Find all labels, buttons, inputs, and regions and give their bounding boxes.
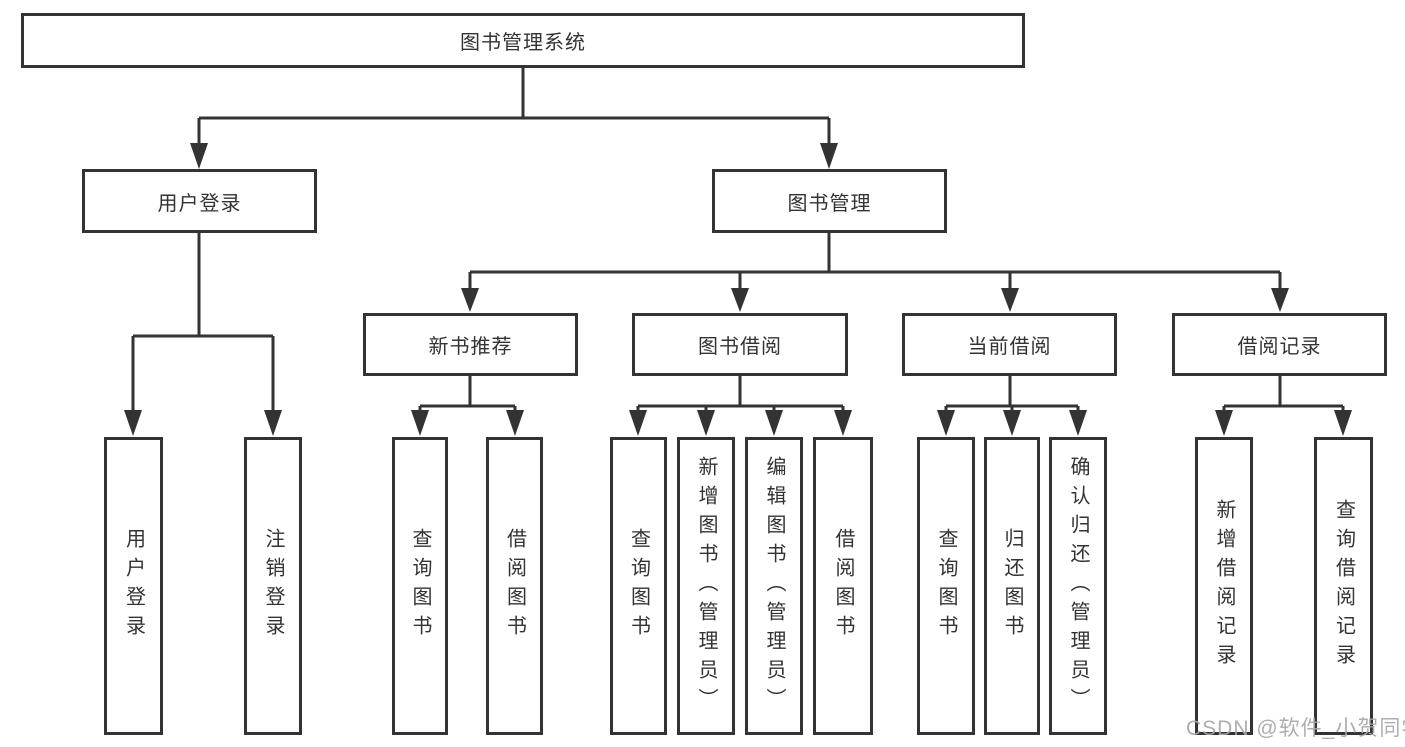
leaf-logout: 注销登录	[244, 437, 302, 735]
node-label: 用户登录	[122, 528, 145, 644]
node-user-login: 用户登录	[82, 169, 317, 233]
leaf-edit-books-admin: 编辑图书（管理员）	[745, 437, 803, 735]
leaf-query-borrow-record: 查询借阅记录	[1314, 437, 1373, 735]
leaf-query-books-recommend: 查询图书	[392, 437, 448, 735]
node-book-management: 图书管理	[712, 169, 947, 233]
node-label: 查询图书	[409, 528, 431, 644]
node-book-management-system: 图书管理系统	[21, 13, 1025, 68]
node-label: 确认归还（管理员）	[1067, 455, 1089, 717]
node-book-borrowing: 图书借阅	[632, 313, 848, 376]
leaf-borrow-books-borrowing: 借阅图书	[813, 437, 873, 735]
node-label: 借阅图书	[503, 528, 526, 644]
leaf-query-books-current: 查询图书	[917, 437, 975, 735]
leaf-confirm-return-admin: 确认归还（管理员）	[1049, 437, 1107, 735]
node-label: 借阅图书	[832, 528, 854, 644]
node-label: 查询图书	[627, 528, 650, 644]
node-label: 查询借阅记录	[1332, 499, 1355, 673]
leaf-borrow-books-recommend: 借阅图书	[486, 437, 543, 735]
watermark: CSDN @软件_小贺同学	[1186, 717, 1405, 740]
node-current-borrowing: 当前借阅	[902, 313, 1117, 376]
leaf-add-borrow-record: 新增借阅记录	[1195, 437, 1253, 735]
leaf-add-books-admin: 新增图书（管理员）	[677, 437, 735, 735]
node-label: 归还图书	[1001, 528, 1023, 644]
leaf-return-books: 归还图书	[984, 437, 1040, 735]
node-new-book-recommendation: 新书推荐	[363, 313, 578, 376]
node-label: 注销登录	[262, 528, 284, 644]
node-borrowing-records: 借阅记录	[1172, 313, 1387, 376]
node-label: 新增借阅记录	[1213, 499, 1235, 673]
node-label: 查询图书	[935, 528, 957, 644]
node-label: 编辑图书（管理员）	[763, 455, 785, 717]
leaf-query-books-borrowing: 查询图书	[610, 437, 667, 735]
node-label: 新增图书（管理员）	[695, 455, 717, 717]
leaf-user-login: 用户登录	[104, 437, 163, 735]
